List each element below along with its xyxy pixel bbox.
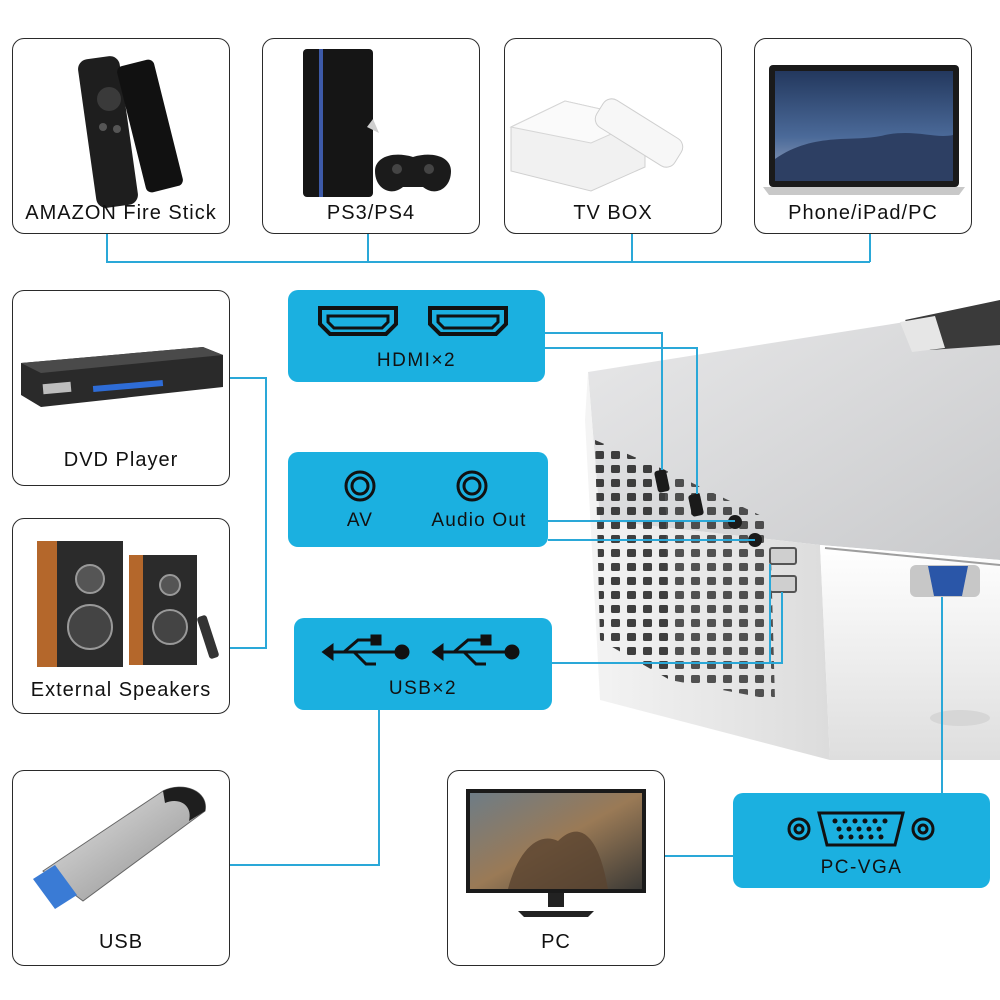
card-dvd-player: DVD Player xyxy=(12,290,230,486)
audio-jack-icon xyxy=(344,470,488,502)
audio-out-label: Audio Out xyxy=(431,510,527,531)
card-label-usb: USB xyxy=(98,931,144,953)
card-amazon-fire-stick: AMAZON Fire Stick xyxy=(12,38,230,234)
vga-panel: PC-VGA xyxy=(733,793,990,888)
playstation-console-icon xyxy=(303,49,451,197)
card-usb: USB xyxy=(12,770,230,966)
laptop-icon xyxy=(763,65,965,195)
card-external-speakers: External Speakers xyxy=(12,518,230,714)
card-phone-ipad-pc: Phone/iPad/PC xyxy=(754,38,972,234)
vga-port-icon xyxy=(787,811,935,847)
usb-symbol-icon xyxy=(321,634,520,666)
vga-label: PC-VGA xyxy=(820,857,903,878)
hdmi-port-icon xyxy=(318,306,508,336)
usb-panel: USB×2 xyxy=(294,618,552,710)
tv-box-icon xyxy=(509,98,684,192)
card-label-amazon: AMAZON Fire Stick xyxy=(25,202,217,224)
usb-label: USB×2 xyxy=(388,678,458,699)
card-label-ps: PS3/PS4 xyxy=(326,202,416,224)
hdmi-panel: HDMI×2 xyxy=(288,290,545,382)
card-tv-box: TV BOX xyxy=(504,38,722,234)
fire-stick-remote-icon xyxy=(78,56,183,208)
card-label-speakers: External Speakers xyxy=(30,679,212,701)
card-label-tvbox: TV BOX xyxy=(573,202,653,224)
card-label-phone: Phone/iPad/PC xyxy=(788,202,938,224)
card-label-dvd: DVD Player xyxy=(63,449,179,471)
card-label-pc: PC xyxy=(541,931,571,953)
av-audio-panel: AV Audio Out xyxy=(288,452,548,547)
card-pc: PC xyxy=(447,770,665,966)
av-label: AV xyxy=(346,510,374,531)
usb-drive-icon xyxy=(33,786,206,909)
dvd-player-icon xyxy=(21,347,223,407)
speakers-icon xyxy=(37,541,219,667)
card-ps3-ps4: PS3/PS4 xyxy=(262,38,480,234)
pc-monitor-icon xyxy=(466,789,646,917)
hdmi-label: HDMI×2 xyxy=(376,350,457,371)
